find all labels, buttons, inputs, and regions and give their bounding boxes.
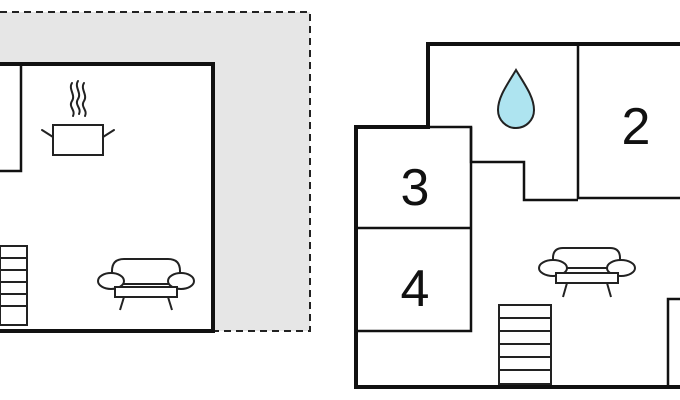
terrace-area: [0, 12, 310, 331]
right-edge-room-wall: [666, 297, 680, 387]
room-2-walls: [576, 44, 680, 200]
terrace-outline: [0, 11, 311, 332]
right-floor-walls: [354, 42, 680, 389]
left-floor-walls: [0, 62, 215, 333]
kitchen-pot-icon: [41, 80, 115, 156]
sofa-icon: [538, 247, 636, 298]
stairs-icon: [0, 245, 28, 326]
right-floor: 2 3 4: [354, 42, 680, 389]
room-2-number: 2: [622, 98, 651, 156]
left-floor: [0, 11, 311, 333]
stairs-icon: [498, 304, 552, 385]
left-inner-wall: [0, 64, 23, 173]
room-4-number: 4: [401, 260, 430, 318]
sofa-icon: [97, 258, 195, 311]
water-drop-icon: [496, 68, 536, 130]
room-3-4-walls: [356, 125, 473, 333]
room-3-number: 3: [401, 159, 430, 217]
